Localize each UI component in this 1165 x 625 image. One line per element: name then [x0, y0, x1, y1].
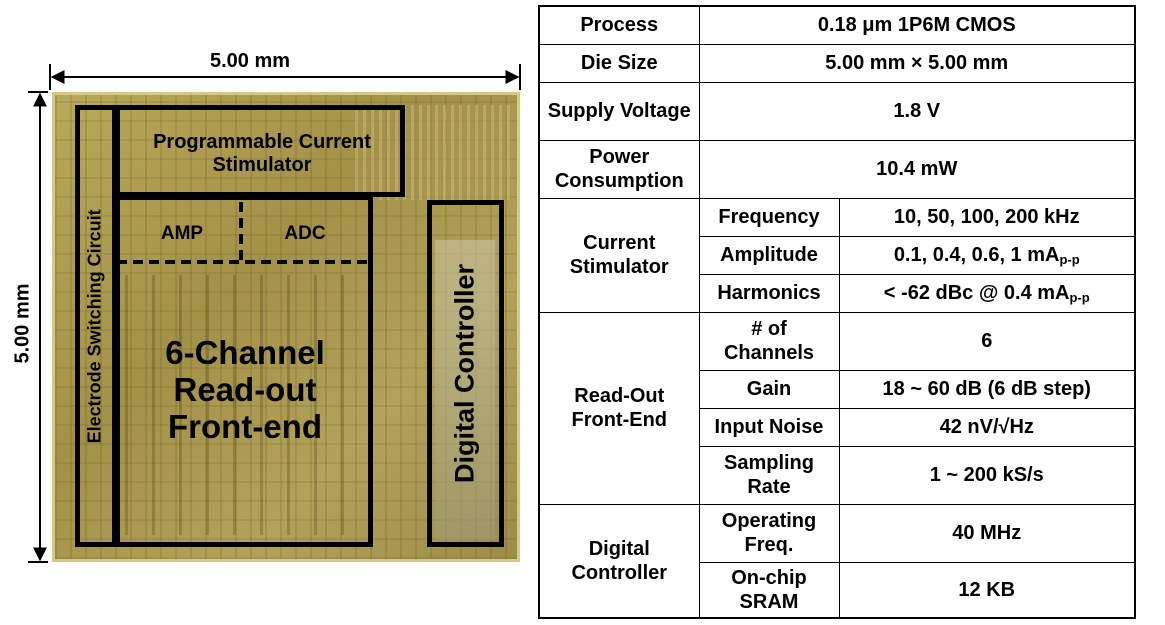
adc-label: ADC: [284, 223, 326, 244]
table-row: Digital Controller Operating Freq. 40 MH…: [538, 503, 1136, 619]
specification-table: Process 0.18 μm 1P6M CMOS Die Size 5.00 …: [538, 5, 1136, 619]
table-row: Power Consumption 10.4 mW: [538, 139, 1136, 199]
param-label: On-chip SRAM: [698, 561, 840, 619]
harmonics-value: < -62 dBc @ 0.4 mA: [883, 281, 1070, 304]
table-row: Supply Voltage 1.8 V: [538, 81, 1136, 141]
table-row: Process 0.18 μm 1P6M CMOS: [538, 5, 1136, 45]
param-label: Sampling Rate: [698, 445, 840, 505]
param-value: 18 ~ 60 dB (6 dB step): [838, 369, 1136, 409]
digital-label: Digital Controller: [449, 264, 480, 484]
param-value: 40 MHz: [838, 503, 1136, 563]
dimension-lines: [28, 64, 521, 563]
table-row: Harmonics < -62 dBc @ 0.4 mAp-p: [539, 273, 1136, 313]
row-label: Supply Voltage: [538, 81, 700, 141]
param-value: 12 KB: [838, 561, 1136, 619]
group-label: Digital Controller: [538, 503, 700, 619]
die-width-label: 5.00 mm: [210, 50, 291, 72]
param-value: 0.1, 0.4, 0.6, 1 mAp-p: [838, 235, 1136, 275]
param-value: < -62 dBc @ 0.4 mAp-p: [838, 273, 1136, 313]
row-value: 0.18 μm 1P6M CMOS: [698, 5, 1136, 45]
die-height-label: 5.00 mm: [11, 283, 34, 364]
row-label: Process: [538, 5, 700, 45]
digital-block: [427, 200, 504, 547]
stimulator-block: [115, 105, 405, 197]
table-row: Read-Out Front-End # of Channels 6: [538, 311, 1136, 505]
die-photo-figure: 5.00 mm 5.00 mm Programmable Current Sti…: [0, 0, 530, 625]
param-value: 6: [838, 311, 1136, 371]
group-label: Current Stimulator: [538, 197, 700, 313]
param-value: 1 ~ 200 kS/s: [838, 445, 1136, 505]
row-label: Die Size: [538, 43, 700, 83]
table-row: Input Noise 42 nV/√Hz: [539, 407, 1136, 447]
harmonics-subscript: p-p: [1069, 289, 1090, 305]
param-label: Harmonics: [698, 273, 840, 313]
stimulator-label: Programmable Current Stimulator: [153, 131, 371, 176]
switching-label: Electrode Switching Circuit: [84, 209, 105, 444]
param-label: # of Channels: [698, 311, 840, 371]
param-label: Amplitude: [698, 235, 840, 275]
param-label: Frequency: [698, 197, 840, 237]
switching-block: [75, 105, 117, 547]
amplitude-value: 0.1, 0.4, 0.6, 1 mA: [893, 243, 1060, 266]
readout-label: 6-Channel Read-out Front-end: [165, 334, 325, 445]
row-value: 10.4 mW: [698, 139, 1136, 199]
param-value: 10, 50, 100, 200 kHz: [838, 197, 1136, 237]
param-label: Operating Freq.: [698, 503, 840, 563]
row-value: 1.8 V: [698, 81, 1136, 141]
param-label: Input Noise: [698, 407, 840, 447]
row-label: Power Consumption: [538, 139, 700, 199]
param-label: Gain: [698, 369, 840, 409]
chip-micrograph: Programmable Current Stimulator Electrod…: [52, 92, 520, 562]
table-row: Die Size 5.00 mm × 5.00 mm: [538, 43, 1136, 83]
row-value: 5.00 mm × 5.00 mm: [698, 43, 1136, 83]
table-row: Current Stimulator Frequency 10, 50, 100…: [538, 197, 1136, 313]
param-value: 42 nV/√Hz: [838, 407, 1136, 447]
group-label: Read-Out Front-End: [538, 311, 700, 505]
readout-block: [115, 195, 373, 547]
table-row: On-chip SRAM 12 KB: [539, 561, 1136, 619]
amplitude-subscript: p-p: [1059, 251, 1080, 267]
amp-label: AMP: [160, 223, 204, 244]
